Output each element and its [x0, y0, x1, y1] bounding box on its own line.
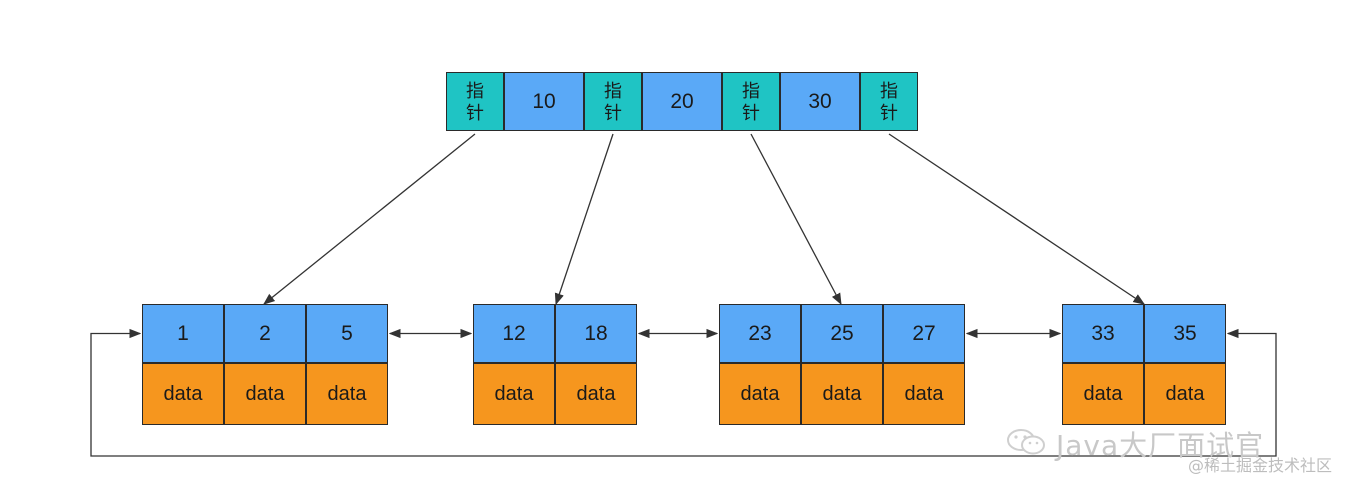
leaf-data-cell: data [306, 363, 388, 425]
pointer-label-char: 针 [466, 102, 484, 123]
pointer-edge [554, 133, 614, 306]
pointer-label-char: 针 [880, 102, 898, 123]
leaf-key-cell: 27 [883, 304, 965, 363]
leaf-data-cell: data [1144, 363, 1226, 425]
leaf-data-cell: data [142, 363, 224, 425]
watermark-text: Java大厂面试官 [1056, 429, 1265, 462]
leaf-data-cell: data [224, 363, 306, 425]
pointer-label-char: 指 [604, 80, 622, 101]
root-pointer-cell: 指针 [584, 72, 642, 131]
pointer-label-char: 针 [742, 102, 760, 123]
root-pointer-cell: 指针 [446, 72, 504, 131]
watermark-source: @稀土掘金技术社区 [1188, 456, 1333, 475]
leaf-key-cell: 2 [224, 304, 306, 363]
root-key-cell: 10 [504, 72, 584, 131]
leaf-data-cell: data [719, 363, 801, 425]
leaf-data-cell: data [801, 363, 883, 425]
leaf-data-cell: data [473, 363, 555, 425]
root-pointer-cell: 指针 [722, 72, 780, 131]
pointer-label-char: 指 [742, 80, 760, 101]
leaf-key-cell: 33 [1062, 304, 1144, 363]
leaf-key-cell: 18 [555, 304, 637, 363]
root-key-cell: 30 [780, 72, 860, 131]
leaf-key-cell: 12 [473, 304, 555, 363]
pointer-label-char: 针 [604, 102, 622, 123]
pointer-label-char: 指 [466, 80, 484, 101]
leaf-data-cell: data [1062, 363, 1144, 425]
pointer-label-char: 指 [880, 80, 898, 101]
leaf-key-cell: 25 [801, 304, 883, 363]
pointer-edge [888, 133, 1145, 305]
pointer-edge [750, 133, 842, 306]
leaf-data-cell: data [883, 363, 965, 425]
leaf-key-cell: 35 [1144, 304, 1226, 363]
wraparound-link-edge [90, 328, 1277, 457]
root-pointer-cell: 指针 [860, 72, 918, 131]
pointer-edge [263, 133, 476, 305]
leaf-data-cell: data [555, 363, 637, 425]
leaf-key-cell: 23 [719, 304, 801, 363]
leaf-key-cell: 1 [142, 304, 224, 363]
root-key-cell: 20 [642, 72, 722, 131]
wechat-icon [1007, 429, 1045, 455]
leaf-key-cell: 5 [306, 304, 388, 363]
